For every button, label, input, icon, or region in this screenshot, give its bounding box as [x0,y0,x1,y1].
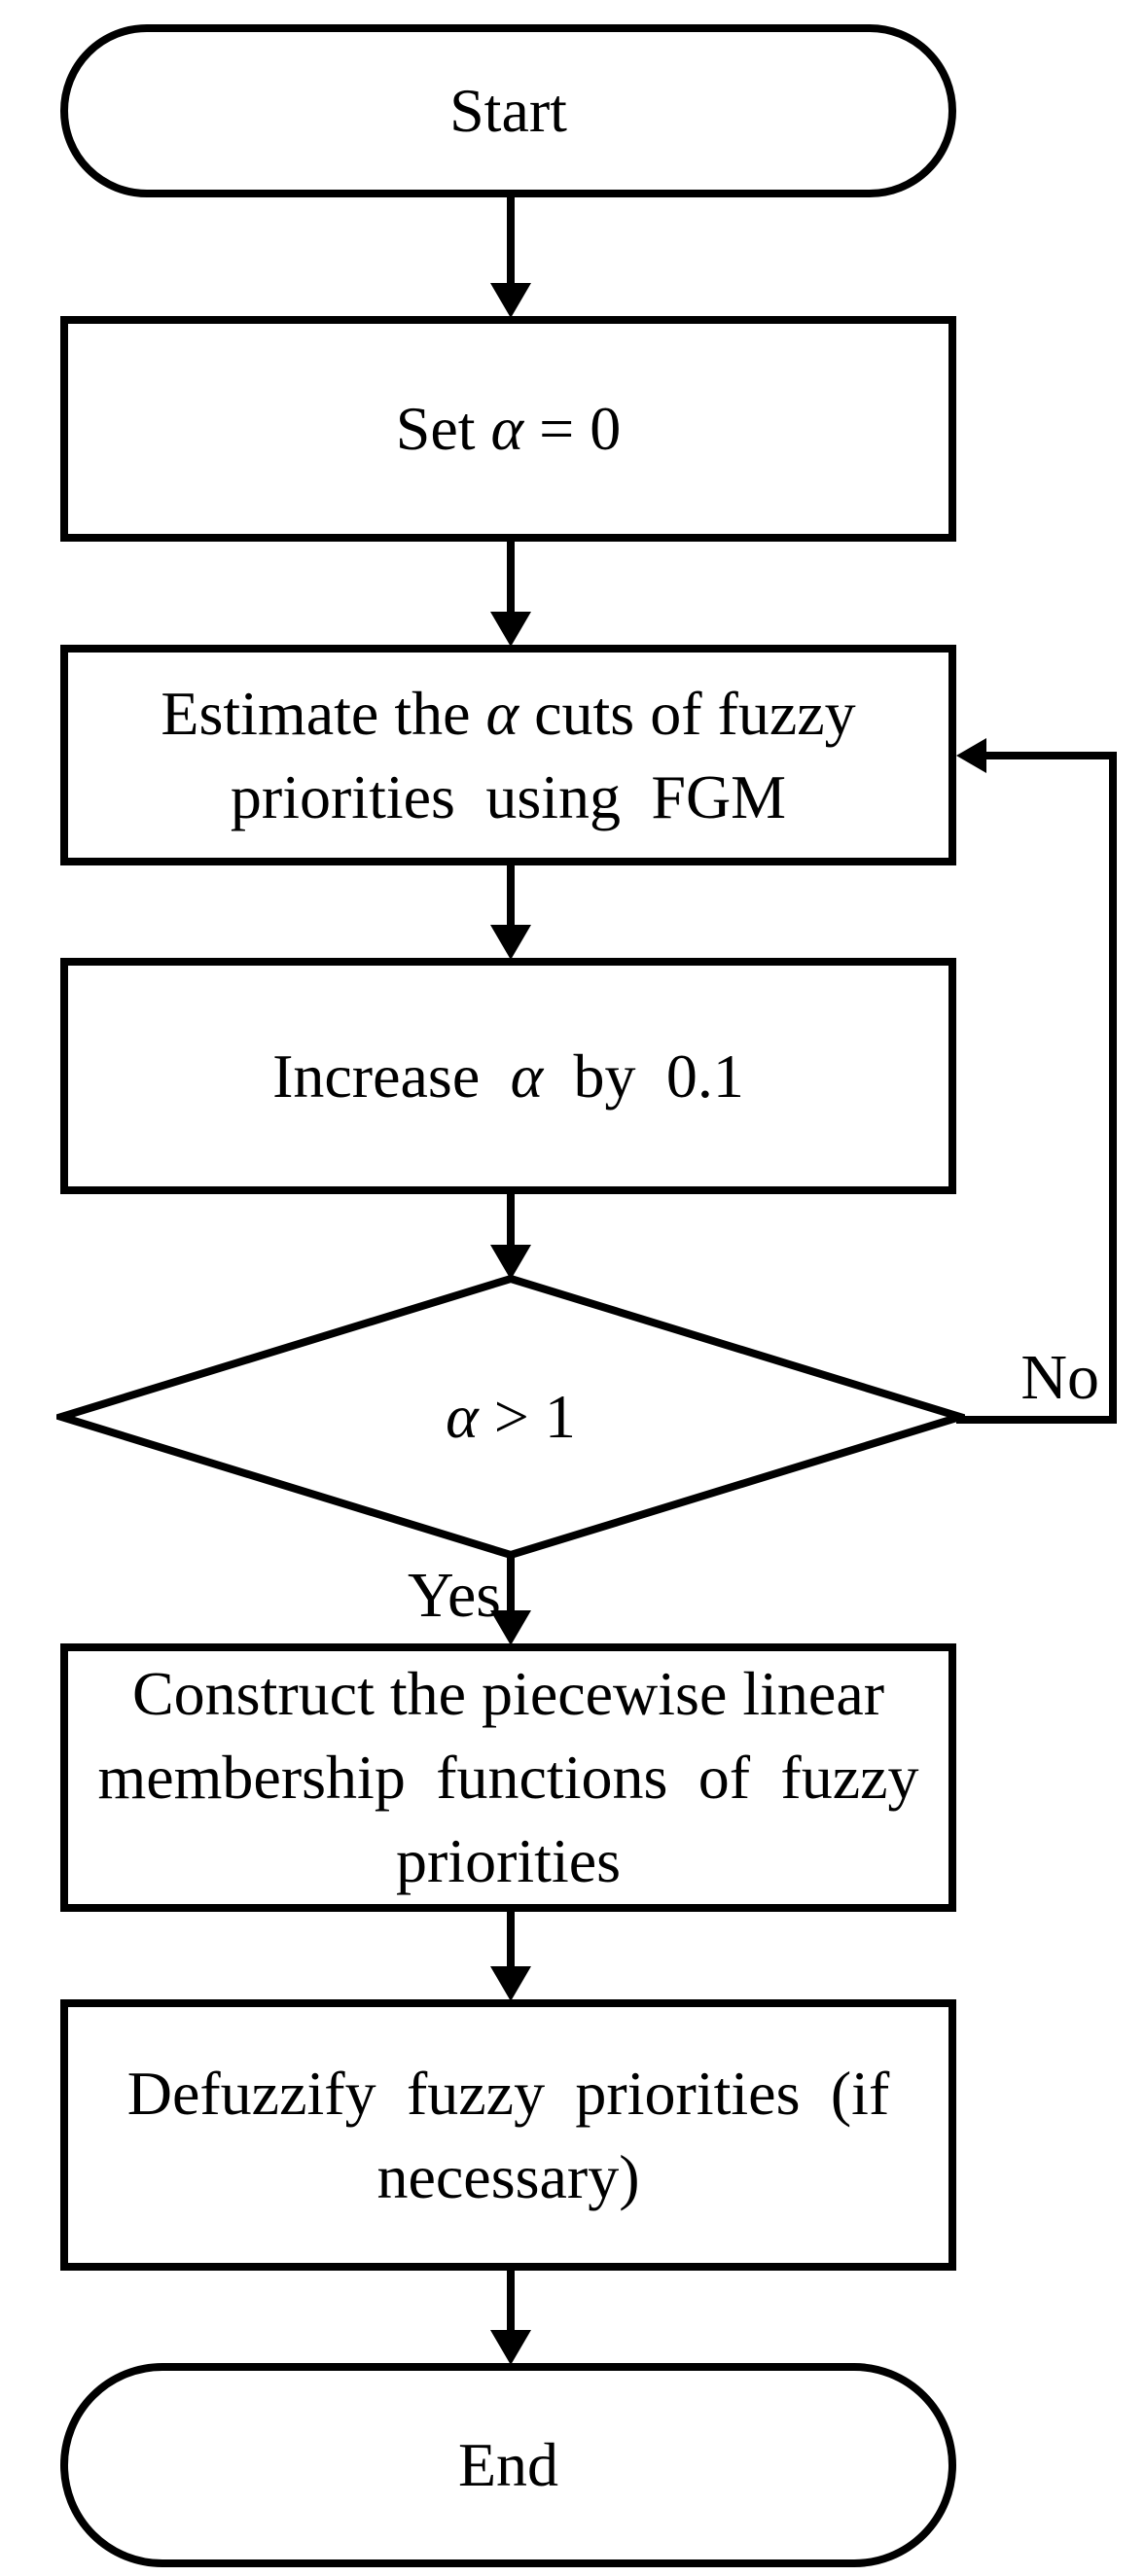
estimate-post: cuts of fuzzy [519,678,856,748]
process-set-alpha-text: Set α = 0 [396,387,621,471]
process-defuzzify-text-line2: necessary) [376,2135,639,2219]
arrow-increase-to-decision-head [490,1245,531,1280]
process-defuzzify: Defuzzify fuzzy priorities (if necessary… [60,1999,956,2271]
defuzzify-line1: Defuzzify fuzzy priorities (if [126,2058,890,2128]
process-increase-alpha: Increase α by 0.1 [60,958,956,1194]
end-node-text: End [458,2423,558,2507]
arrow-construct-to-defuzzify-shaft [507,1912,515,1968]
increase-post: by 0.1 [543,1041,744,1111]
no-edge-arrowhead [956,738,986,773]
arrow-start-to-set-shaft [507,197,515,285]
arrow-construct-to-defuzzify-head [490,1966,531,2001]
alpha-symbol: α [510,1041,544,1111]
arrow-defuzzify-to-end-shaft [507,2271,515,2332]
process-construct-membership: Construct the piecewise linear membershi… [60,1643,956,1912]
defuzzify-line2: necessary) [376,2141,640,2211]
alpha-symbol: α [446,1382,479,1451]
end-node: End [60,2363,956,2567]
construct-line2: membership functions of fuzzy [97,1743,919,1812]
set-alpha-post: = 0 [523,394,622,463]
end-label: End [457,2430,559,2499]
arrow-defuzzify-to-end-head [490,2330,531,2365]
no-edge-vertical [1109,752,1117,1424]
start-node-text: Start [449,69,567,153]
no-edge-label: No [1020,1342,1099,1413]
alpha-symbol: α [485,678,519,748]
estimate-line2: priorities using FGM [230,761,787,831]
set-alpha-pre: Set [395,394,491,463]
construct-line3: priorities [395,1826,622,1895]
process-estimate-text-line1: Estimate the α cuts of fuzzy [161,672,855,756]
arrow-increase-to-decision-shaft [507,1194,515,1247]
decision-text: α > 1 [446,1375,576,1459]
arrow-decision-to-construct-head [490,1610,531,1645]
alpha-symbol: α [490,394,524,463]
decision-diamond-label-area: α > 1 [56,1274,965,1560]
process-estimate-text-line2: priorities using FGM [231,756,786,839]
yes-edge-label: Yes [407,1560,501,1631]
increase-pre: Increase [272,1041,511,1111]
start-node: Start [60,24,956,197]
process-set-alpha: Set α = 0 [60,316,956,542]
process-construct-text-line3: priorities [396,1819,621,1903]
arrow-start-to-set-head [490,283,531,318]
construct-line1: Construct the piecewise linear [131,1659,885,1728]
arrow-decision-to-construct-shaft [507,1555,515,1612]
estimate-pre: Estimate the [161,678,486,748]
arrow-set-to-estimate-head [490,612,531,647]
process-construct-text-line1: Construct the piecewise linear [132,1652,884,1736]
decision-post: > 1 [478,1382,576,1451]
no-edge-horizontal-top [986,752,1109,759]
arrow-set-to-estimate-shaft [507,542,515,614]
process-defuzzify-text-line1: Defuzzify fuzzy priorities (if [127,2052,890,2135]
process-estimate-alpha-cuts: Estimate the α cuts of fuzzy priorities … [60,645,956,865]
process-increase-text: Increase α by 0.1 [272,1035,744,1118]
process-construct-text-line2: membership functions of fuzzy [97,1736,918,1819]
no-edge-horizontal-bottom [956,1416,1117,1424]
arrow-estimate-to-increase-head [490,925,531,960]
arrow-estimate-to-increase-shaft [507,865,515,927]
start-label: Start [449,76,567,145]
